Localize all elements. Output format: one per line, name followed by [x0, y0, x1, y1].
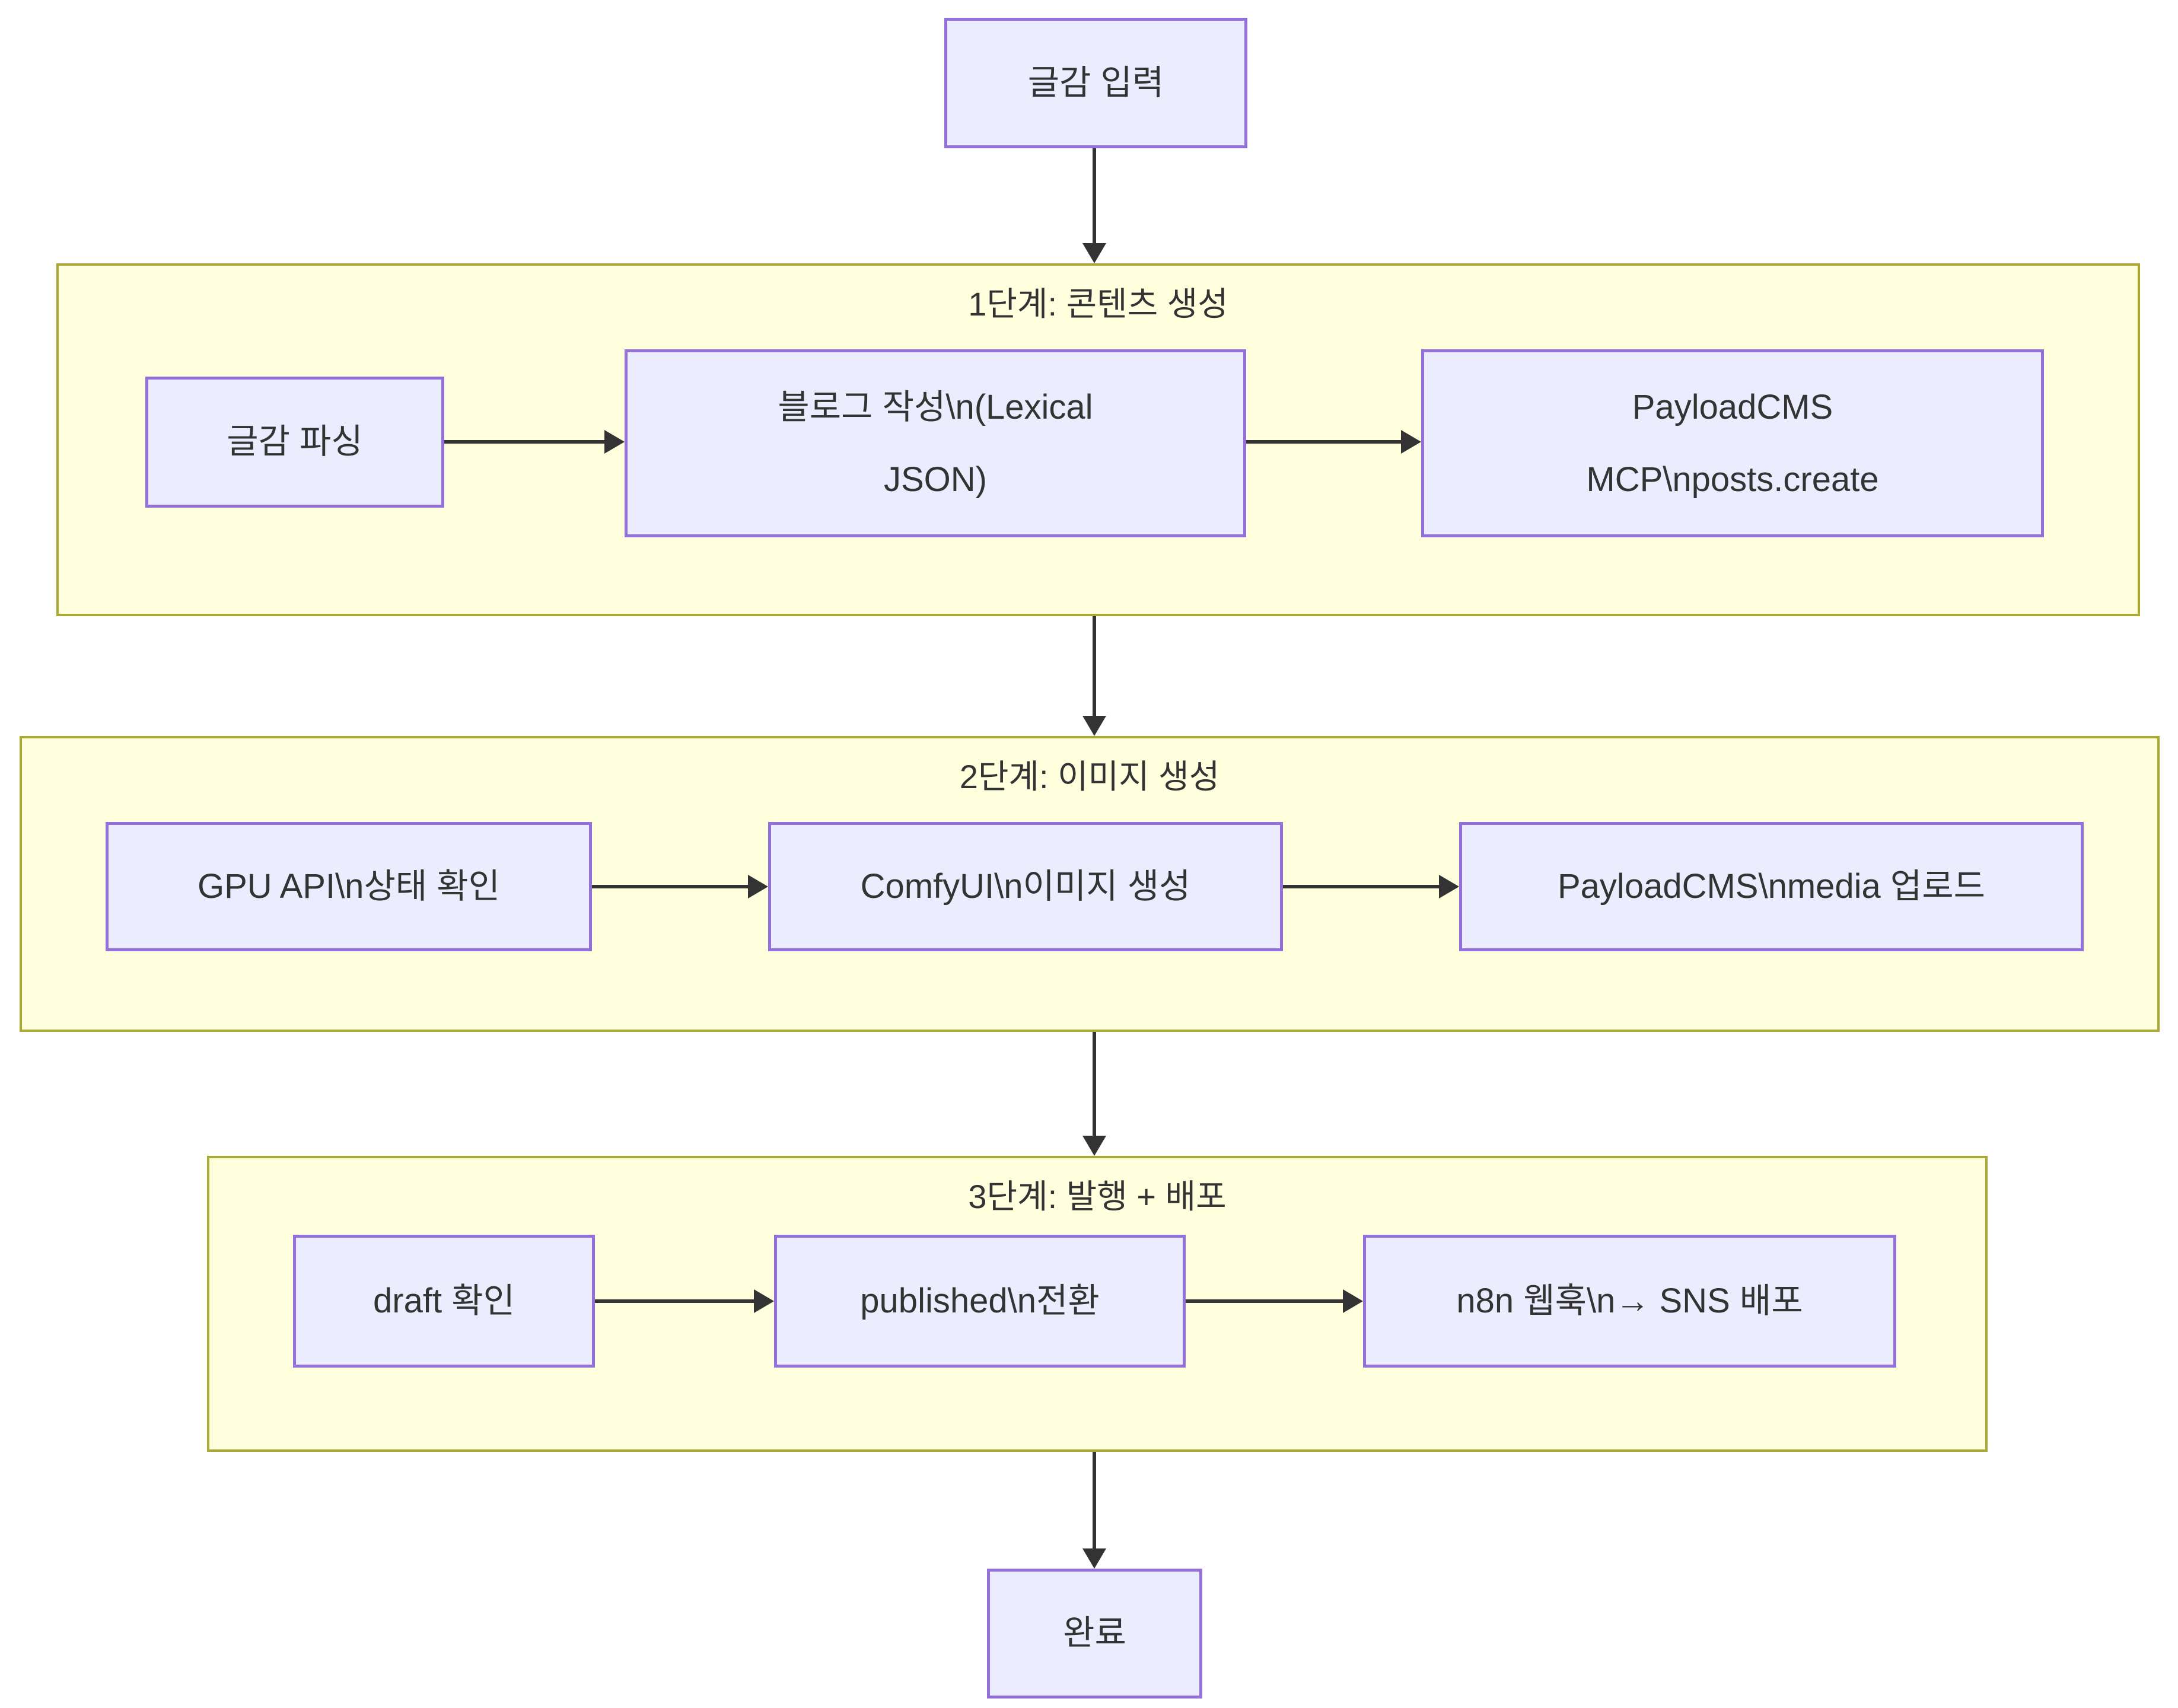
node-write-blog: 블로그 작성\n(Lexical JSON)	[625, 349, 1246, 537]
arrowhead-down-icon	[1082, 243, 1106, 263]
node-posts-create: PayloadCMS MCP\nposts.create	[1421, 349, 2044, 537]
node-draft-check-label: draft 확인	[373, 1281, 515, 1320]
edge-parse-write	[444, 440, 604, 444]
edge-comfy-media	[1283, 885, 1439, 888]
node-draft-check: draft 확인	[293, 1235, 595, 1368]
node-n8n-webhook-label: n8n 웹훅\n→ SNS 배포	[1456, 1281, 1803, 1320]
node-gpu-check: GPU API\n상태 확인	[106, 822, 592, 951]
arrowhead-right-icon	[604, 430, 625, 454]
node-done-label: 완료	[1063, 1614, 1126, 1653]
arrowhead-down-icon	[1082, 716, 1106, 736]
node-media-upload-label: PayloadCMS\nmedia 업로드	[1557, 866, 1986, 906]
node-posts-create-line2: MCP\nposts.create	[1586, 460, 1879, 499]
edge-publish-n8n	[1186, 1299, 1343, 1303]
node-input: 글감 입력	[944, 18, 1247, 148]
node-write-blog-line2: JSON)	[884, 460, 987, 499]
edge-gpu-comfy	[592, 885, 748, 888]
arrowhead-down-icon	[1082, 1548, 1106, 1569]
node-gpu-check-label: GPU API\n상태 확인	[197, 866, 500, 906]
edge-write-posts	[1246, 440, 1401, 444]
stage-3-title: 3단계: 발행 + 배포	[968, 1178, 1227, 1215]
node-publish: published\n전환	[774, 1235, 1186, 1368]
edge-stage3-end	[1093, 1452, 1096, 1550]
edge-stage2-stage3	[1093, 1032, 1096, 1137]
node-publish-label: published\n전환	[860, 1281, 1100, 1320]
arrowhead-right-icon	[1401, 430, 1421, 454]
arrowhead-right-icon	[1439, 875, 1459, 898]
stage-2-title: 2단계: 이미지 생성	[959, 758, 1220, 795]
node-write-blog-line1: 블로그 작성\n(Lexical	[778, 387, 1093, 426]
node-media-upload: PayloadCMS\nmedia 업로드	[1459, 822, 2084, 951]
node-n8n-webhook: n8n 웹훅\n→ SNS 배포	[1363, 1235, 1896, 1368]
node-input-label: 글감 입력	[1027, 63, 1164, 102]
arrowhead-right-icon	[748, 875, 768, 898]
edge-stage1-stage2	[1093, 616, 1096, 717]
node-parse: 글감 파싱	[145, 377, 444, 508]
node-done: 완료	[987, 1569, 1202, 1699]
arrowhead-right-icon	[1343, 1289, 1363, 1313]
edge-start-stage1	[1093, 148, 1096, 244]
node-posts-create-line1: PayloadCMS	[1632, 387, 1833, 426]
node-comfyui: ComfyUI\n이미지 생성	[768, 822, 1283, 951]
arrowhead-right-icon	[754, 1289, 774, 1313]
node-comfyui-label: ComfyUI\n이미지 생성	[860, 866, 1191, 906]
edge-draft-publish	[595, 1299, 754, 1303]
node-parse-label: 글감 파싱	[227, 422, 363, 461]
arrowhead-down-icon	[1082, 1136, 1106, 1156]
stage-1-title: 1단계: 콘텐츠 생성	[968, 285, 1228, 323]
